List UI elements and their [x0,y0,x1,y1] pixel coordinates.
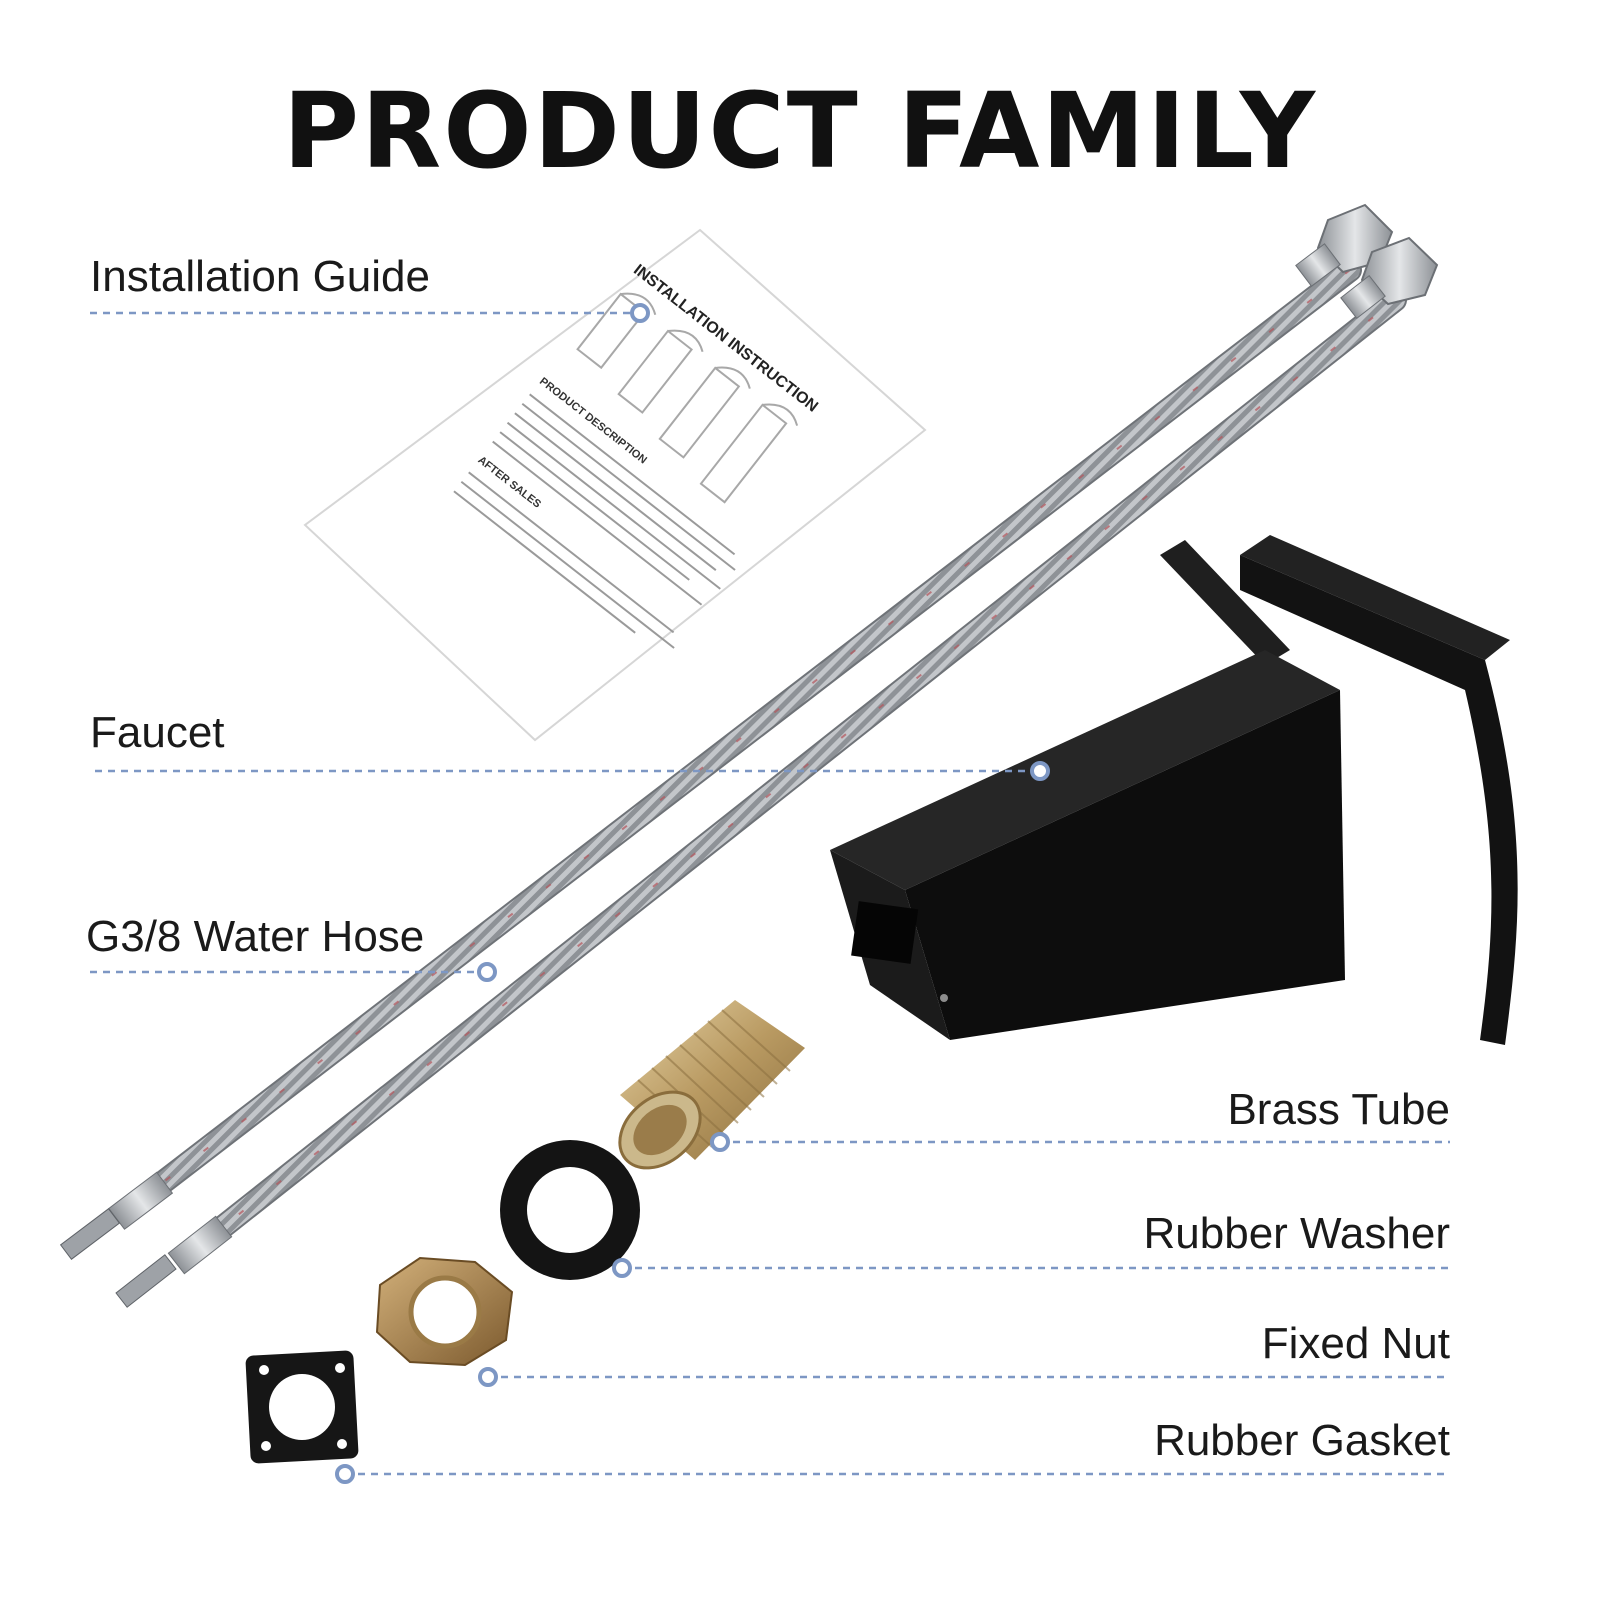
label-fixed-nut: Fixed Nut [1261,1319,1450,1368]
callout-dot-installation-guide [630,303,650,323]
label-faucet: Faucet [90,708,225,757]
label-rubber-gasket: Rubber Gasket [1154,1416,1450,1465]
label-water-hose: G3/8 Water Hose [86,912,425,961]
label-brass-tube: Brass Tube [1227,1085,1450,1134]
faucet-illustration [830,535,1518,1045]
callout-dot-brass-tube [710,1132,730,1152]
callout-dot-rubber-gasket [335,1464,355,1484]
callout-dot-fixed-nut [478,1367,498,1387]
label-installation-guide: Installation Guide [90,252,430,301]
rubber-washer [500,1140,640,1280]
rubber-gasket [245,1350,359,1464]
brass-tube [618,1000,805,1170]
water-hose-2 [115,236,1439,1308]
label-rubber-washer: Rubber Washer [1143,1209,1451,1258]
callout-dot-rubber-washer [612,1258,632,1278]
water-hose-1 [59,203,1394,1260]
callout-dot-faucet [1030,761,1050,781]
page-title: PRODUCT FAMILY [282,70,1318,192]
fixed-nut [375,1256,514,1367]
installation-manual-sheet: INSTALLATION INSTRUCTION PRODUCT DESCRIP… [303,228,927,742]
callout-dot-water-hose [477,962,497,982]
